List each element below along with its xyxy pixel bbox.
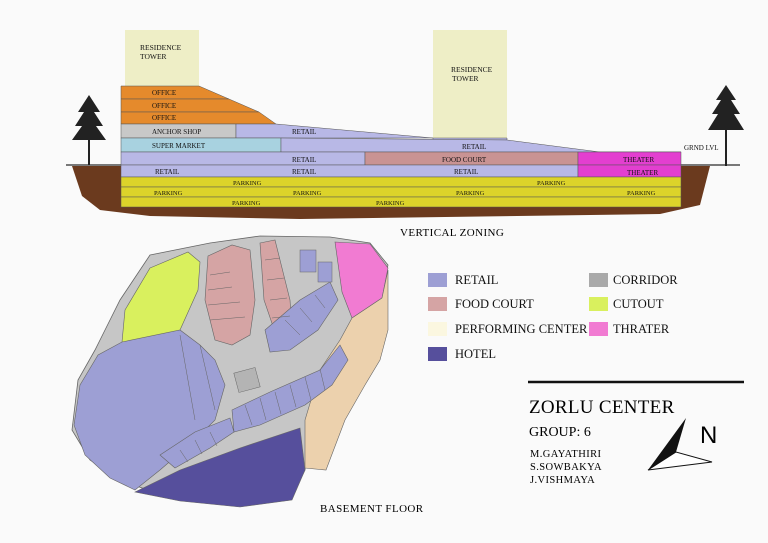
residence-tower-right-label: RESIDENCE TOWER <box>451 65 494 83</box>
residence-tower-right <box>433 30 507 140</box>
retail-ground-label-1: RETAIL <box>155 168 179 176</box>
parking-label-3b: PARKING <box>376 200 405 207</box>
legend-swatches <box>428 273 608 361</box>
parking-label-2b: PARKING <box>293 190 322 197</box>
legend-performing-center: PERFORMING CENTER <box>455 322 588 336</box>
retail-upper-label: RETAIL <box>292 128 316 136</box>
parking-label-2a: PARKING <box>154 190 183 197</box>
project-title: ZORLU CENTER <box>529 397 675 418</box>
retail-middle-area <box>264 281 339 353</box>
office-floor-2 <box>120 98 260 113</box>
tree-right-icon <box>708 85 744 166</box>
residence-tower-left-label: RESIDENCE TOWER <box>140 43 183 61</box>
theater-lower-label: THEATER <box>627 169 658 177</box>
retail-kiosk-1 <box>299 249 317 273</box>
food-court-area <box>204 244 256 346</box>
office-floor-1 <box>120 111 277 125</box>
parking-label-1a: PARKING <box>233 180 262 187</box>
legend-swatch-performing-center <box>428 322 447 336</box>
vertical-zoning-title: VERTICAL ZONING <box>400 227 505 239</box>
anchor-shop-label: ANCHOR SHOP <box>152 128 201 136</box>
basement-floor-title: BASEMENT FLOOR <box>320 503 424 515</box>
legend-swatch-thrater <box>589 322 608 336</box>
residence-tower-left <box>125 30 199 86</box>
parking-level-3 <box>120 196 682 208</box>
north-arrow-icon <box>647 418 713 471</box>
legend-retail: RETAIL <box>455 273 499 287</box>
legend-cutout: CUTOUT <box>613 297 664 311</box>
food-court-label: FOOD COURT <box>442 156 487 164</box>
legend-swatch-retail <box>428 273 447 287</box>
parking-label-2c: PARKING <box>456 190 485 197</box>
office-label-2: OFFICE <box>152 102 176 110</box>
legend-swatch-hotel <box>428 347 447 361</box>
corridor-atrium <box>233 367 261 393</box>
member-name-1: M.GAYATHIRI <box>530 449 602 460</box>
super-market-label: SUPER MARKET <box>152 142 206 150</box>
legend-thrater: THRATER <box>613 322 670 336</box>
retail-ground-block <box>120 164 579 178</box>
retail-lower-area <box>231 344 349 433</box>
legend-food-court: FOOD COURT <box>455 297 534 311</box>
retail-south-area <box>159 417 235 469</box>
parking-level-1 <box>120 176 682 188</box>
retail-level-1-block <box>120 151 366 166</box>
north-label: N <box>700 422 718 449</box>
group-label: GROUP: 6 <box>529 425 591 440</box>
retail-ground-label-2: RETAIL <box>292 168 316 176</box>
unit-divider-lines <box>179 257 326 463</box>
tree-left-icon <box>72 95 106 165</box>
legend-swatch-cutout <box>589 297 608 311</box>
retail-west-area <box>73 329 226 491</box>
member-name-3: J.VISHMAYA <box>530 475 596 486</box>
vertical-zoning-section: RESIDENCE TOWER RESIDENCE TOWER OFFICE O… <box>66 30 744 219</box>
parking-label-1b: PARKING <box>537 180 566 187</box>
retail-kiosk-2 <box>317 261 333 283</box>
legend-swatch-corridor <box>589 273 608 287</box>
ground-level-label: GRND LVL <box>684 144 719 152</box>
retail-ground-label-3: RETAIL <box>454 168 478 176</box>
retail-level-1-label: RETAIL <box>292 156 316 164</box>
retail-level-2-label: RETAIL <box>462 143 486 151</box>
office-label-1: OFFICE <box>152 114 176 122</box>
parking-label-2d: PARKING <box>627 190 656 197</box>
hotel-area <box>134 427 306 508</box>
member-name-2: S.SOWBAKYA <box>530 462 602 473</box>
parking-label-3a: PARKING <box>232 200 261 207</box>
office-label-3: OFFICE <box>152 89 176 97</box>
parking-level-2 <box>120 186 682 198</box>
legend-swatch-food-court <box>428 297 447 311</box>
basement-floor-plan <box>71 235 389 508</box>
legend-hotel: HOTEL <box>455 347 496 361</box>
legend-corridor: CORRIDOR <box>613 273 678 287</box>
theater-upper-label: THEATER <box>623 156 654 164</box>
